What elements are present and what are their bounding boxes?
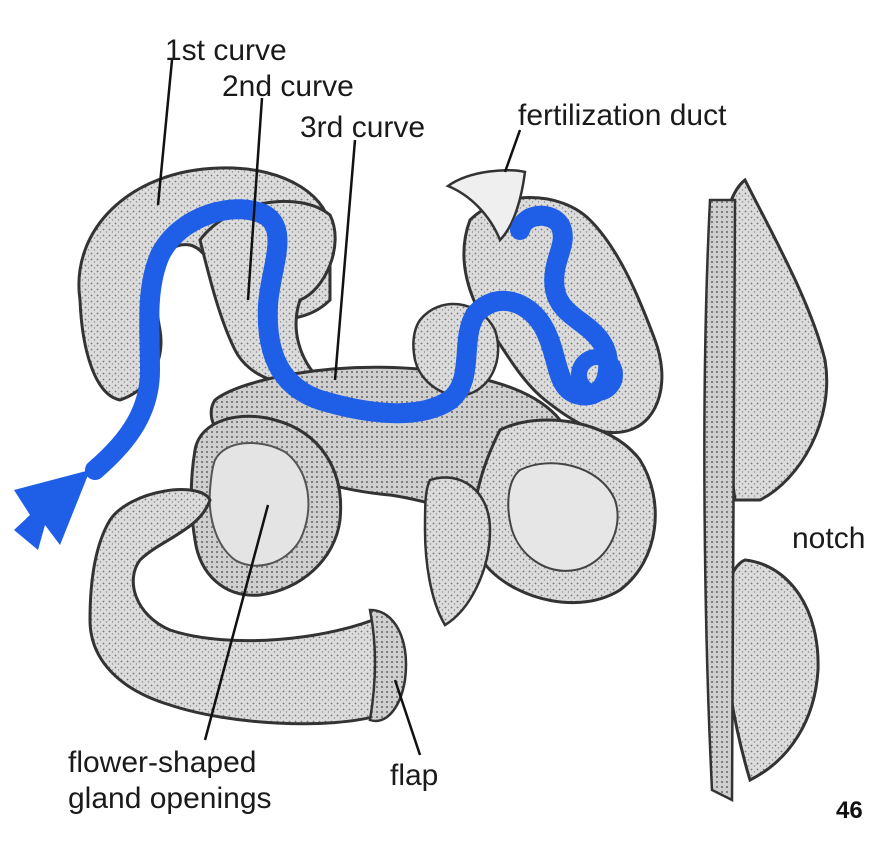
first-curve-label: 1st curve <box>165 34 287 67</box>
blue-arrowhead <box>14 470 90 550</box>
notch-stem <box>704 200 735 800</box>
flap-leader <box>395 680 420 755</box>
fertilization-duct-label: fertilization duct <box>518 99 727 132</box>
notch-upper-bulge <box>722 180 827 500</box>
page-number: 46 <box>836 797 863 824</box>
gland-lobe-inner <box>210 443 309 566</box>
third-curve-leader <box>335 140 355 380</box>
flap-label: flap <box>390 759 438 792</box>
lower-center-loop <box>425 477 490 625</box>
gland-openings-label-line1: flower-shaped <box>68 746 256 779</box>
gland-openings-label-line2: gland openings <box>68 782 272 815</box>
second-curve-label: 2nd curve <box>222 70 354 103</box>
notch-label: notch <box>792 522 865 555</box>
flap-lobe <box>370 610 406 721</box>
third-curve-label: 3rd curve <box>300 111 425 144</box>
notch-profile <box>704 180 826 800</box>
fertilization-duct-leader <box>505 130 520 172</box>
notch-lower-bulge <box>724 560 818 780</box>
